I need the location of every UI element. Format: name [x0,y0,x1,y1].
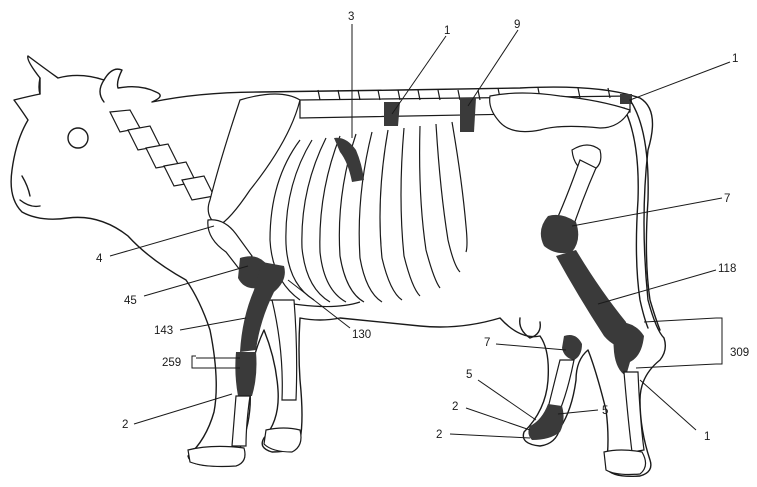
rib-highlight [334,138,364,182]
label-7-hock: 7 [484,337,490,349]
label-1-hind: 1 [704,431,710,443]
label-3: 3 [348,11,354,23]
label-1-top: 1 [444,25,450,37]
label-2-b: 2 [436,429,442,441]
label-7-hip: 7 [724,193,730,205]
label-4: 4 [96,253,103,265]
label-1-tail: 1 [732,53,738,65]
label-130: 130 [352,329,371,341]
label-143: 143 [154,325,173,337]
pelvis [490,93,630,172]
scapula [208,94,300,226]
label-309: 309 [730,347,749,359]
label-5-a: 5 [466,369,472,381]
label-45: 45 [124,295,137,307]
label-259: 259 [162,357,181,369]
label-118: 118 [718,263,736,275]
hind-leg-far [528,335,582,440]
label-2-front: 2 [122,419,128,431]
front-leg-far [264,300,301,452]
label-5-b: 5 [602,405,608,417]
label-2-a: 2 [452,401,458,413]
rib-cage [270,122,467,307]
label-9: 9 [514,19,520,31]
